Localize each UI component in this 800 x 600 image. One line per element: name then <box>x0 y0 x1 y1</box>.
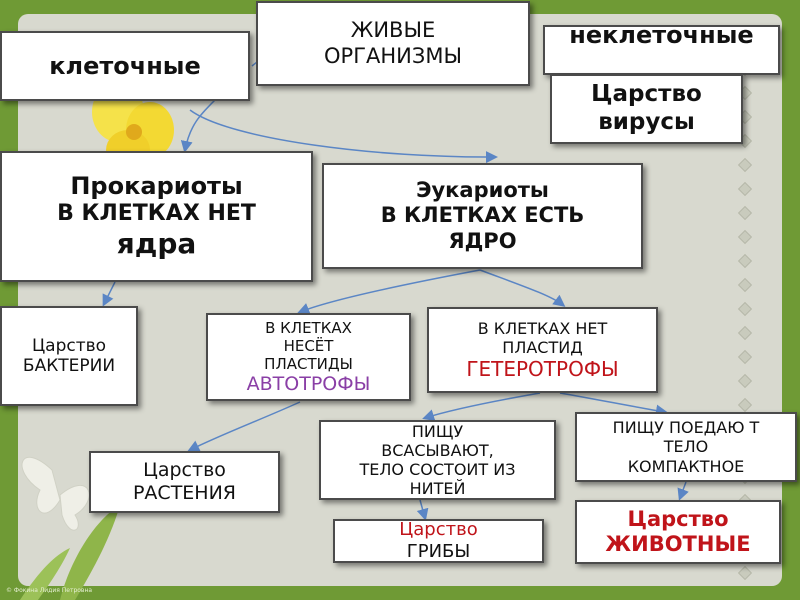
cellular-label: клеточные <box>49 52 201 81</box>
prokaryotes-line-2: В КЛЕТКАХ НЕТ <box>57 201 256 227</box>
arrow-autotrophs-to-plants <box>190 402 300 450</box>
autotrophs-line-2: НЕСЁТ <box>284 337 334 355</box>
eukaryotes-line-1: Эукариоты <box>416 178 549 203</box>
credit-text: © Фокина Лидия Петровна <box>6 587 92 594</box>
animals-desc-line-2: ТЕЛО <box>664 437 709 456</box>
arrow-cellular-to-prokaryotes <box>185 100 215 150</box>
living-line-1: ЖИВЫЕ <box>351 18 436 43</box>
arrow-heterotrophs-to-fungi-desc <box>425 393 540 418</box>
eukaryotes-line-3: ЯДРО <box>448 229 516 254</box>
viruses-line-2: вирусы <box>598 109 695 137</box>
animals-desc-line-1: ПИЩУ ПОЕДАЮ Т <box>613 418 760 437</box>
plants-box: Царство РАСТЕНИЯ <box>89 451 280 513</box>
fungi-desc-line-4: НИТЕЙ <box>410 479 466 498</box>
fungi-description-box: ПИЩУ ВСАСЫВАЮТ, ТЕЛО СОСТОИТ ИЗ НИТЕЙ <box>319 420 556 500</box>
fungi-line-1: Царство <box>399 519 477 541</box>
arrow-eukaryotes-to-autotrophs <box>300 270 480 312</box>
fungi-desc-line-3: ТЕЛО СОСТОИТ ИЗ <box>360 460 516 479</box>
arrow-heterotrophs-to-animals-desc <box>560 393 665 412</box>
arrow-cellular-to-eukaryotes <box>190 110 495 157</box>
prokaryotes-line-3: ядра <box>117 227 197 261</box>
arrow-eukaryotes-to-heterotrophs <box>480 270 563 305</box>
plants-line-2: РАСТЕНИЯ <box>133 482 236 505</box>
autotrophs-box: В КЛЕТКАХ НЕСЁТ ПЛАСТИДЫ АВТОТРОФЫ <box>206 313 411 401</box>
autotrophs-line-1: В КЛЕТКАХ <box>265 319 352 337</box>
autotrophs-line-3: ПЛАСТИДЫ <box>264 355 353 373</box>
fungi-desc-line-1: ПИЩУ <box>412 422 463 441</box>
viruses-box: Царство вирусы <box>550 74 743 144</box>
eukaryotes-line-2: В КЛЕТКАХ ЕСТЬ <box>381 203 585 228</box>
animals-box: Царство ЖИВОТНЫЕ <box>575 500 781 564</box>
eukaryotes-box: Эукариоты В КЛЕТКАХ ЕСТЬ ЯДРО <box>322 163 643 269</box>
noncellular-label: неклеточные <box>569 25 753 50</box>
fungi-desc-line-2: ВСАСЫВАЮТ, <box>381 441 493 460</box>
living-line-2: ОРГАНИЗМЫ <box>324 44 462 69</box>
prokaryotes-line-1: Прокариоты <box>70 172 242 201</box>
cellular-box: клеточные <box>0 31 250 101</box>
arrow-fungi-desc-to-fungi <box>420 500 425 518</box>
arrow-animals-desc-to-animals <box>680 482 686 498</box>
animals-desc-line-3: КОМПАКТНОЕ <box>628 457 745 476</box>
heterotrophs-label: ГЕТЕРОТРОФЫ <box>466 357 618 381</box>
prokaryotes-box: Прокариоты В КЛЕТКАХ НЕТ ядра <box>0 151 313 282</box>
heterotrophs-line-2: ПЛАСТИД <box>502 338 582 357</box>
heterotrophs-line-1: В КЛЕТКАХ НЕТ <box>478 319 608 338</box>
animals-description-box: ПИЩУ ПОЕДАЮ Т ТЕЛО КОМПАКТНОЕ <box>575 412 797 482</box>
fungi-line-2: ГРИБЫ <box>407 541 471 563</box>
viruses-line-1: Царство <box>591 81 702 109</box>
bacteria-line-1: Царство <box>32 336 106 356</box>
living-organisms-box: ЖИВЫЕ ОРГАНИЗМЫ <box>256 1 530 86</box>
animals-line-1: Царство <box>627 507 728 532</box>
autotrophs-label: АВТОТРОФЫ <box>247 373 371 396</box>
heterotrophs-box: В КЛЕТКАХ НЕТ ПЛАСТИД ГЕТЕРОТРОФЫ <box>427 307 658 393</box>
plants-line-1: Царство <box>143 459 226 482</box>
noncellular-box: неклеточные <box>543 25 780 75</box>
bacteria-box: Царство БАКТЕРИИ <box>0 306 138 406</box>
arrow-prokaryotes-to-bacteria <box>104 282 115 304</box>
fungi-box: Царство ГРИБЫ <box>333 519 544 563</box>
animals-line-2: ЖИВОТНЫЕ <box>605 532 750 557</box>
bacteria-line-2: БАКТЕРИИ <box>23 356 115 376</box>
